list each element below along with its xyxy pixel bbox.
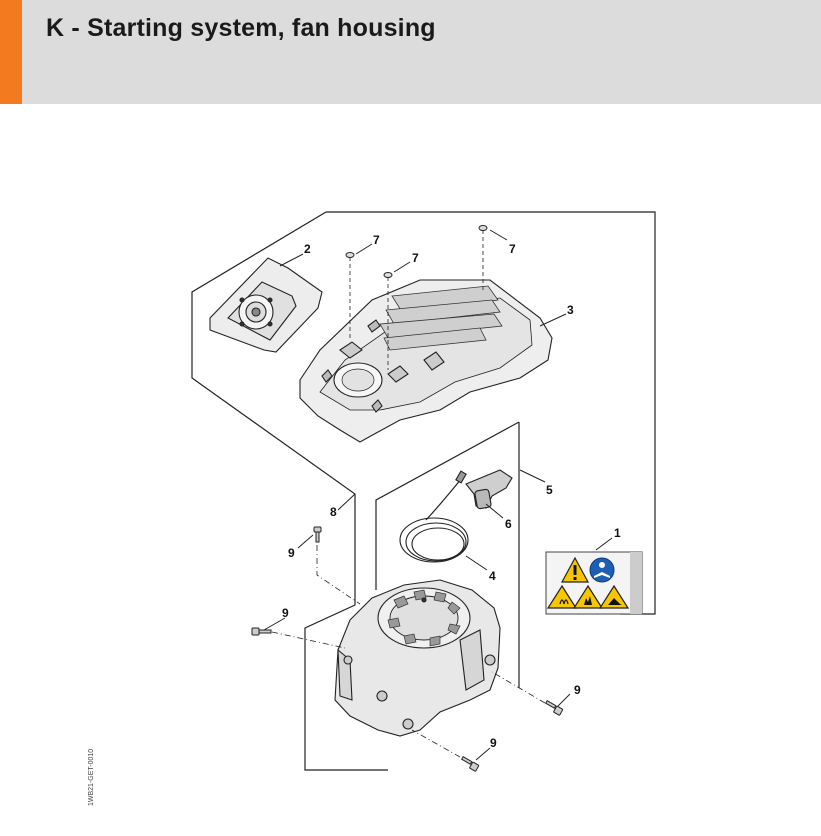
screw-7a <box>345 252 355 340</box>
part-2-starter-cap[interactable] <box>209 257 323 353</box>
screw-7c <box>478 225 488 292</box>
callout-numbers: 1 2 3 4 5 6 7 7 7 8 9 9 9 9 <box>282 233 621 750</box>
screw-9b <box>251 627 346 649</box>
callout-7c: 7 <box>509 242 516 256</box>
callout-9d: 9 <box>490 736 497 750</box>
screw-7b <box>383 272 393 370</box>
read-manual-icon <box>589 557 615 583</box>
part-4-starter-rope[interactable] <box>399 517 469 563</box>
part-3-fan-housing[interactable] <box>299 279 553 443</box>
callout-1: 1 <box>614 526 621 540</box>
callout-9c: 9 <box>574 683 581 697</box>
callout-3: 3 <box>567 303 574 317</box>
housing-slots <box>387 589 461 647</box>
part-9-screws[interactable] <box>251 526 564 772</box>
page-title: K - Starting system, fan housing <box>46 14 436 42</box>
screw-9d <box>411 729 480 772</box>
warning-triangle-icon <box>560 556 590 583</box>
housing-vents <box>379 285 503 351</box>
part-7-screws[interactable] <box>345 225 488 371</box>
callout-9b: 9 <box>282 606 289 620</box>
page-header: K - Starting system, fan housing <box>0 0 821 104</box>
screw-9c <box>491 671 564 716</box>
part-8-starter-housing[interactable] <box>334 579 501 737</box>
callout-2: 2 <box>304 242 311 256</box>
document-code: 1WB21-GET-0010 <box>88 748 95 806</box>
part-1-warning-label[interactable] <box>545 551 643 615</box>
callout-9a: 9 <box>288 546 295 560</box>
callout-7a: 7 <box>373 233 380 247</box>
hot-surface-icon <box>546 584 578 609</box>
callout-7b: 7 <box>412 251 419 265</box>
hand-injury-icon <box>598 584 630 609</box>
header-accent-bar <box>0 0 22 104</box>
fire-hazard-icon <box>572 584 604 609</box>
screw-9a <box>313 526 361 605</box>
callout-5: 5 <box>546 483 553 497</box>
part-6-starter-grip[interactable] <box>425 469 513 521</box>
callout-leader-lines <box>263 229 613 761</box>
callout-6: 6 <box>505 517 512 531</box>
callout-4: 4 <box>489 569 496 583</box>
callout-8: 8 <box>330 505 337 519</box>
